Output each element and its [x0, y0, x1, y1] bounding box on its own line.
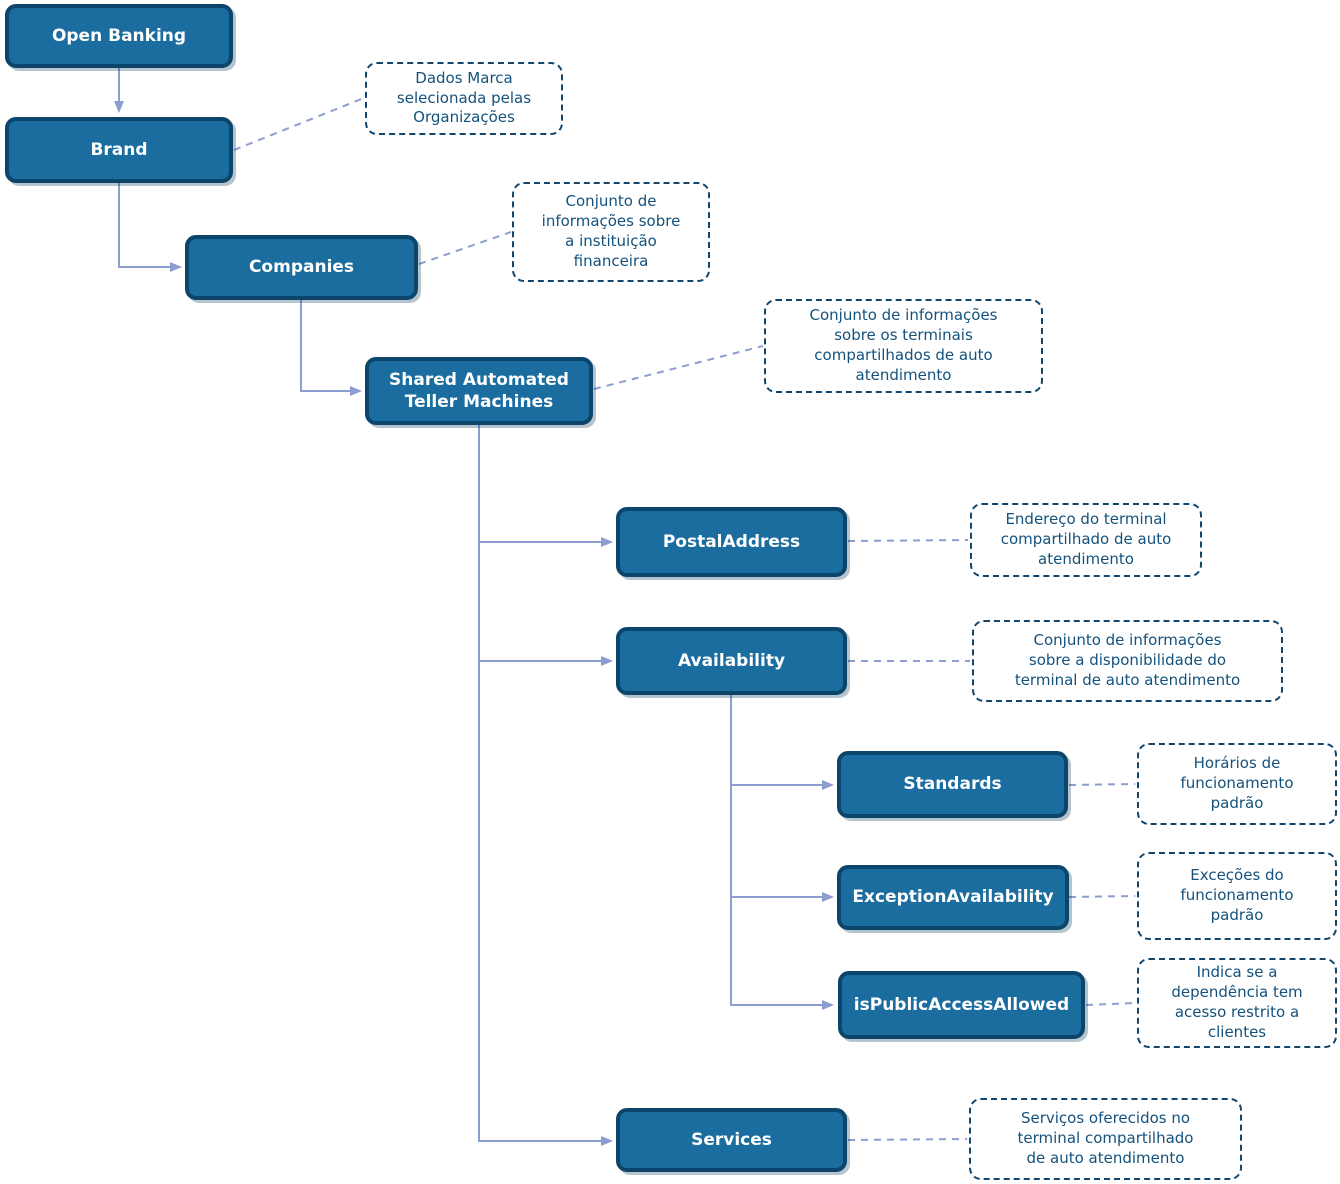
note-brand: Dados Marca selecionada pelas Organizaçõ…: [365, 62, 563, 135]
note-companies: Conjunto de informações sobre a institui…: [512, 182, 710, 282]
node-is-public-access-allowed-label: isPublicAccessAllowed: [853, 994, 1070, 1015]
note-postal-address-text: Endereço do terminal compartilhado de au…: [1000, 510, 1172, 568]
node-open-banking-label: Open Banking: [51, 25, 187, 46]
node-standards-label: Standards: [903, 774, 1002, 795]
note-availability-text: Conjunto de informações sobre a disponib…: [1014, 631, 1241, 689]
edge-brand-to-companies: [118, 183, 182, 272]
node-brand-label: Brand: [90, 139, 148, 160]
node-is-public-access-allowed: isPublicAccessAllowed: [838, 971, 1085, 1039]
edge-availability-to-standards: [730, 695, 834, 790]
note-services-text: Serviços oferecidos no terminal comparti…: [1017, 1109, 1194, 1167]
edge-shared-atm-to-note: [593, 345, 764, 390]
node-shared-automated-teller-machines: Shared Automated Teller Machines: [365, 357, 593, 425]
edge-postal-address-to-note: [847, 539, 969, 542]
node-availability: Availability: [616, 627, 847, 695]
edge-companies-to-shared-atm: [300, 300, 362, 396]
note-is-public-access-allowed-text: Indica se a dependência tem acesso restr…: [1171, 963, 1303, 1041]
edge-shared-atm-to-availability: [478, 542, 613, 666]
edge-shared-atm-to-services: [478, 661, 613, 1146]
node-open-banking: Open Banking: [5, 4, 233, 68]
node-postal-address-label: PostalAddress: [662, 531, 801, 552]
note-is-public-access-allowed: Indica se a dependência tem acesso restr…: [1137, 958, 1337, 1048]
edge-availability-to-exception-availability: [730, 785, 834, 902]
note-shared-automated-teller-machines: Conjunto de informações sobre os termina…: [764, 299, 1043, 393]
node-postal-address: PostalAddress: [616, 507, 847, 577]
edge-companies-to-note: [418, 231, 512, 265]
note-standards-text: Horários de funcionamento padrão: [1180, 754, 1294, 812]
node-brand: Brand: [5, 117, 233, 183]
edge-shared-atm-to-postal-address: [478, 425, 613, 547]
node-services-label: Services: [691, 1129, 772, 1150]
edge-brand-to-note: [233, 97, 365, 151]
edge-services-to-note: [847, 1138, 968, 1141]
note-availability: Conjunto de informações sobre a disponib…: [972, 620, 1283, 702]
note-exception-availability-text: Exceções do funcionamento padrão: [1180, 866, 1294, 924]
node-companies-label: Companies: [248, 257, 355, 278]
note-shared-automated-teller-machines-text: Conjunto de informações sobre os termina…: [809, 306, 998, 384]
node-services: Services: [616, 1108, 847, 1172]
node-companies: Companies: [185, 235, 418, 300]
note-brand-text: Dados Marca selecionada pelas Organizaçõ…: [396, 68, 532, 127]
note-services: Serviços oferecidos no terminal comparti…: [969, 1098, 1242, 1180]
edge-is-public-access-allowed-to-note: [1085, 1002, 1136, 1006]
note-postal-address: Endereço do terminal compartilhado de au…: [970, 503, 1202, 577]
edge-exception-availability-to-note: [1068, 895, 1136, 898]
note-standards: Horários de funcionamento padrão: [1137, 743, 1337, 825]
note-exception-availability: Exceções do funcionamento padrão: [1137, 852, 1337, 940]
edge-standards-to-note: [1068, 783, 1136, 786]
node-standards: Standards: [837, 751, 1068, 818]
note-companies-text: Conjunto de informações sobre a institui…: [541, 192, 681, 270]
node-exception-availability: ExceptionAvailability: [837, 865, 1069, 930]
node-exception-availability-label: ExceptionAvailability: [852, 887, 1054, 908]
node-availability-label: Availability: [677, 650, 786, 671]
edge-availability-to-is-public-access-allowed: [730, 897, 834, 1010]
node-shared-automated-teller-machines-label: Shared Automated Teller Machines: [389, 369, 569, 412]
